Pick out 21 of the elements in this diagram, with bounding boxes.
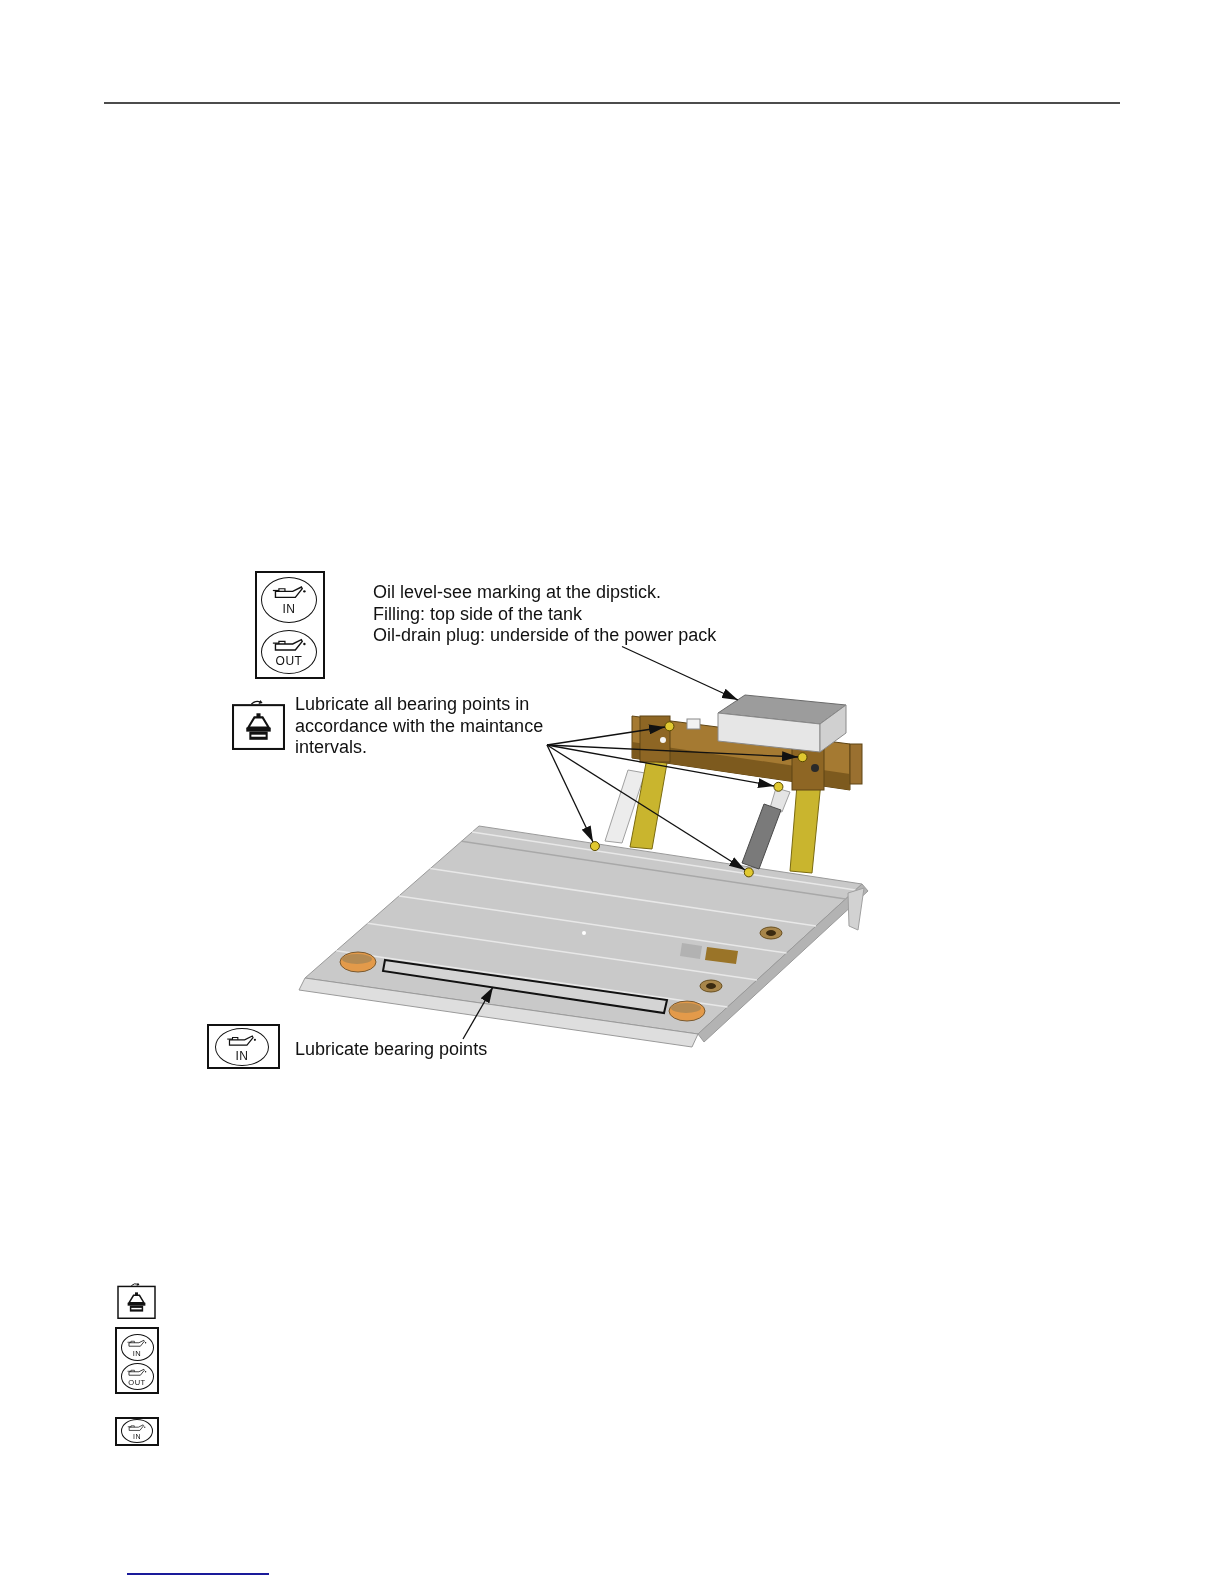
- symbol-label: OUT: [275, 655, 303, 667]
- bearing-strip: [381, 958, 669, 1015]
- leader-line: [462, 986, 494, 1040]
- leader-line: [546, 744, 775, 789]
- bearing-point: [664, 721, 675, 732]
- callout-text: Filling: top side of the tank: [373, 603, 584, 625]
- power-pack: [717, 694, 847, 753]
- leader-line: [621, 645, 739, 701]
- bearing-point: [773, 781, 784, 792]
- symbol-label: IN: [282, 603, 296, 615]
- callout-text: Oil level-see marking at the dipstick.: [373, 582, 663, 604]
- bearing-point: [797, 752, 808, 763]
- symbol-label: IN: [235, 1050, 249, 1062]
- leader-line: [546, 744, 799, 762]
- leader-line: [546, 744, 594, 843]
- callout-text: Lubricate bearing points: [295, 1039, 525, 1061]
- bearing-point: [589, 841, 600, 852]
- bearing-point: [743, 867, 754, 878]
- leader-line: [546, 744, 746, 871]
- callout-text: Oil-drain plug: underside of the power pack: [373, 625, 718, 647]
- callout-text: Lubricate all bearing points in accordance with the maintance intervals.: [295, 694, 547, 759]
